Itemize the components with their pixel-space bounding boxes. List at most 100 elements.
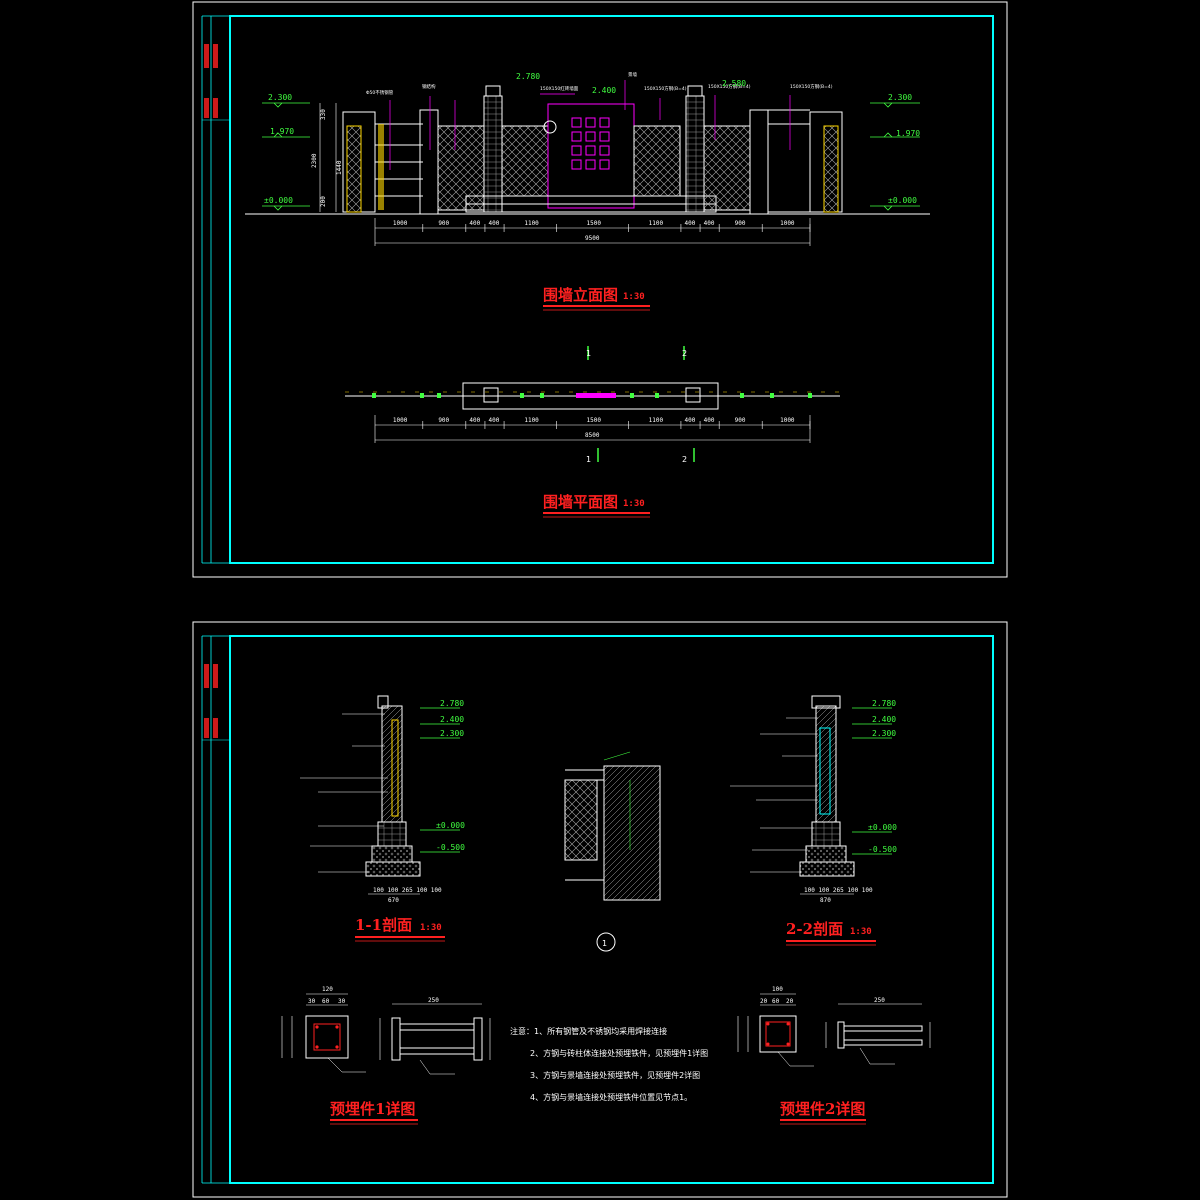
left-vertical-dims [319, 103, 337, 212]
embed-part-2: 100 20 60 20 250 预埋件2详图 [737, 986, 931, 1125]
svg-text:150X150方钢(B=4): 150X150方钢(B=4) [708, 83, 751, 90]
center-feature-wall [547, 103, 635, 209]
embed-1-top-dim: 120 [322, 986, 333, 993]
plan-dim-chain [374, 415, 811, 443]
right-level-markers [870, 102, 920, 211]
section-1-scale: 1:30 [420, 923, 442, 933]
s2-level-5: -0.500 [868, 845, 897, 854]
s1-level-5: -0.500 [436, 843, 465, 852]
section-2-scale: 1:30 [850, 927, 872, 937]
note-line-4: 4、方钢与景墙连接处预埋铁件位置见节点1。 [530, 1092, 692, 1102]
s2-bottom-dims: 100 100 265 100 100 [804, 887, 873, 894]
level-right-base: ±0.000 [888, 196, 917, 205]
plan-scale: 1:30 [623, 499, 645, 509]
elevation-segment-dim: 900 [735, 220, 746, 227]
plan-segment-dim: 900 [735, 417, 746, 424]
elevation-scale: 1:30 [623, 292, 645, 302]
level-right-mid: 1.970 [896, 129, 920, 138]
svg-text:钢结构: 钢结构 [422, 83, 436, 90]
plan-feature-wall [576, 393, 616, 398]
embed-2-sub-dim-3: 20 [786, 998, 794, 1005]
s1-level-4: ±0.000 [436, 821, 465, 830]
detail-callout-circle [543, 120, 557, 134]
section-2-level-lines [852, 707, 892, 855]
plan-segment-dim: 1000 [393, 417, 408, 424]
section-mark-1-top: 1 [586, 349, 591, 358]
svg-text:Φ50不锈钢管: Φ50不锈钢管 [366, 89, 394, 96]
embed-1-sub-dim-3: 30 [338, 998, 346, 1005]
annotation-leaders [389, 80, 791, 170]
detail-1: 1 [564, 751, 661, 952]
note-line-2: 2、方钢与砖柱体连接处预埋铁件，见预埋件1详图 [530, 1048, 708, 1058]
plan-segment-dim: 1100 [524, 417, 539, 424]
note-line-3: 3、方钢与景墙连接处预埋铁件，见预埋件2详图 [530, 1070, 700, 1080]
s1-level-3: 2.300 [440, 729, 464, 738]
section-mark-2-top: 2 [682, 349, 687, 358]
s2-level-4: ±0.000 [868, 823, 897, 832]
s2-level-2: 2.400 [872, 715, 896, 724]
s1-width-dim: 670 [388, 897, 399, 904]
plan-dim-ticks [422, 421, 811, 429]
level-left-mid: 1.970 [270, 127, 294, 136]
section-2-2: 2.780 2.400 2.300 ±0.000 -0.500 100 100 … [730, 695, 897, 946]
plan-segment-dim: 400 [489, 417, 500, 424]
elevation-segment-dim: 900 [438, 220, 449, 227]
s2-level-3: 2.300 [872, 729, 896, 738]
right-brick-column [685, 95, 705, 213]
level-post-right: 2.580 [722, 79, 746, 88]
elevation-segment-dim: 1000 [780, 220, 795, 227]
wall-elevation: Φ50不锈钢管 钢结构 150X150红砖墙面 景墙 150X150方钢(B=4… [245, 71, 930, 311]
section-1-level-lines [420, 707, 460, 853]
section-2-title: 2-2剖面 [786, 920, 843, 938]
embed-1-beam-dim: 250 [428, 997, 439, 1004]
elevation-segment-dim: 1000 [393, 220, 408, 227]
sheet-1: Φ50不锈钢管 钢结构 150X150红砖墙面 景墙 150X150方钢(B=4… [192, 1, 1008, 578]
plan-segment-dim: 1000 [780, 417, 795, 424]
section-1-1: 2.780 2.400 2.300 ±0.000 -0.500 100 100 … [300, 695, 465, 942]
section-mark-2-bottom: 2 [682, 455, 687, 464]
plan-segment-dim: 900 [438, 417, 449, 424]
elevation-segment-dim: 1100 [649, 220, 664, 227]
embed-2-top-dim: 100 [772, 986, 783, 993]
sheet-1-outer-border [192, 1, 1008, 578]
embed-1-sub-dim-2: 60 [322, 998, 330, 1005]
embed-2-beam [837, 1021, 923, 1049]
sheet-2-inner-frame [229, 635, 994, 1184]
elevation-segment-dim: 400 [684, 220, 695, 227]
left-level-markers [262, 102, 310, 211]
section-2-leaders [730, 717, 818, 873]
elevation-leader-labels: Φ50不锈钢管 钢结构 150X150红砖墙面 景墙 150X150方钢(B=4… [366, 71, 833, 96]
section-2-wall [815, 705, 837, 823]
plan-post-markers [372, 393, 812, 398]
section-1-title: 1-1剖面 [355, 916, 412, 934]
embed-2-sub-dim-1: 20 [760, 998, 768, 1005]
plan-segment-dim: 400 [684, 417, 695, 424]
embed-part-1: 120 30 60 30 250 预埋件1详图 [281, 986, 491, 1125]
elevation-title: 围墙立面图 [543, 286, 618, 304]
sheet-2-outer-border [192, 621, 1008, 1198]
embed-2-beam-dim: 250 [874, 997, 885, 1004]
level-center: 2.400 [592, 86, 616, 95]
section-1-footing [365, 861, 421, 877]
height-dim-total: 2300 [311, 153, 318, 168]
plan-plinth [462, 382, 719, 410]
sheet-1-title-strip [201, 15, 230, 564]
s1-level-2: 2.400 [440, 715, 464, 724]
section-1-leaders [300, 713, 388, 873]
height-dim-1: 330 [320, 109, 327, 120]
notes-block: 注意：1、所有钢管及不锈钢均采用焊接连接 2、方钢与砖柱体连接处预埋铁件，见预埋… [510, 1026, 708, 1102]
elevation-segment-dim: 1500 [587, 220, 602, 227]
detail-1-wall [603, 765, 661, 901]
elevation-segment-dim: 1100 [524, 220, 539, 227]
s1-bottom-dims: 100 100 265 100 100 [373, 887, 442, 894]
detail-1-number: 1 [602, 939, 607, 948]
svg-text:景墙: 景墙 [628, 71, 637, 78]
plan-segment-dim: 400 [469, 417, 480, 424]
sheet-2-title-strip [201, 635, 230, 1184]
elevation-total-dim: 9500 [585, 235, 600, 242]
embed-1-plate [305, 1015, 349, 1059]
level-left-top: 2.300 [268, 93, 292, 102]
